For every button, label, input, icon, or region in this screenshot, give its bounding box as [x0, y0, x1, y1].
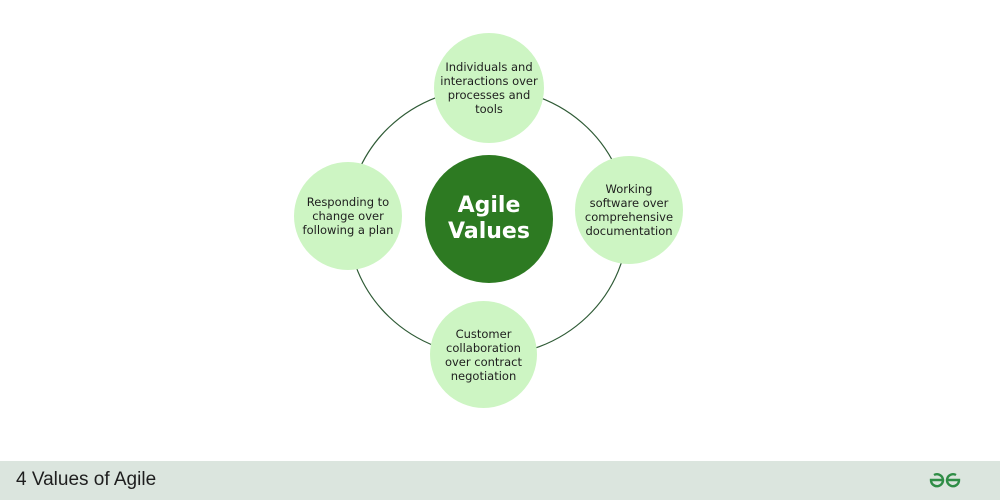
value-text: Working software over comprehensive docu…: [584, 182, 674, 238]
value-node-working-software: Working software over comprehensive docu…: [575, 156, 683, 264]
value-text: Individuals and interactions over proces…: [440, 60, 538, 116]
value-node-responding-to-change: Responding to change over following a pl…: [294, 162, 402, 270]
center-line-2: Values: [448, 219, 530, 244]
value-text: Customer collaboration over contract neg…: [444, 326, 523, 383]
gfg-logo-icon: [928, 472, 962, 493]
value-node-individuals: Individuals and interactions over proces…: [434, 33, 544, 143]
footer-bar: 4 Values of Agile: [0, 461, 1000, 500]
center-line-1: Agile: [457, 193, 521, 218]
value-text: Responding to change over following a pl…: [302, 195, 394, 237]
footer-title: 4 Values of Agile: [16, 469, 157, 490]
value-node-customer-collaboration: Customer collaboration over contract neg…: [430, 301, 537, 408]
